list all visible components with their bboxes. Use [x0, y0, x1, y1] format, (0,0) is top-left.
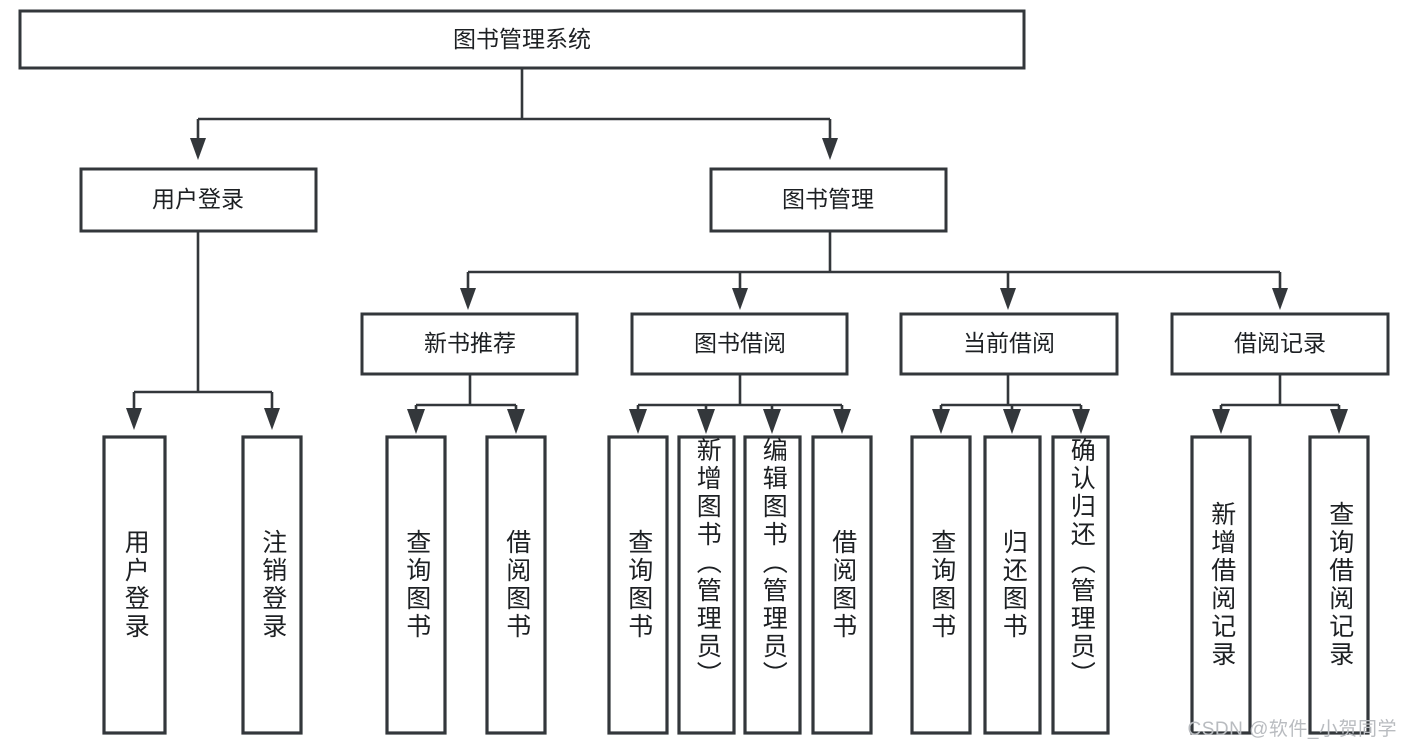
- arrow-head-borrow-book-2: [833, 409, 851, 434]
- leaf-box-query-book-1[interactable]: [385, 435, 447, 735]
- arrow-head-user-login: [190, 138, 206, 160]
- arrow-head-borrow-book-1: [507, 409, 525, 434]
- connector-group-book-borrow-children: [629, 374, 851, 434]
- node-label-root: 图书管理系统: [453, 26, 591, 52]
- node-box-borrow-record[interactable]: [1170, 312, 1390, 376]
- arrow-head-query-book-1: [407, 409, 425, 434]
- arrow-head-return-book: [1003, 409, 1021, 434]
- leaf-box-borrow-book-1[interactable]: [485, 435, 547, 735]
- leaf-box-query-book-3[interactable]: [910, 435, 972, 735]
- arrow-head-book-borrow: [732, 288, 748, 310]
- arrow-head-book-manage: [822, 138, 838, 160]
- leaf-box-add-borrow-record[interactable]: [1190, 435, 1252, 735]
- connector-group-new-book-recommend-children: [407, 374, 525, 434]
- leaf-box-return-book[interactable]: [983, 435, 1042, 735]
- connector-group-book-manage-children: [460, 231, 1288, 310]
- connector-group-user-login-children: [126, 231, 280, 430]
- node-label-book-borrow: 图书借阅: [694, 330, 786, 356]
- arrow-head-query-book-2: [629, 409, 647, 434]
- arrow-head-add-borrow-record: [1212, 409, 1230, 434]
- arrow-head-query-borrow-record: [1330, 409, 1348, 434]
- leaf-box-borrow-book-2[interactable]: [811, 435, 873, 735]
- leaf-box-edit-book-admin[interactable]: [743, 435, 802, 735]
- leaf-box-add-book-admin[interactable]: [677, 435, 736, 735]
- arrow-head-current-borrow: [1000, 288, 1016, 310]
- arrow-head-new-book-recommend: [460, 288, 476, 310]
- connector-group-current-borrow-children: [932, 374, 1090, 434]
- node-label-current-borrow: 当前借阅: [963, 330, 1055, 356]
- arrow-head-user-login-do: [126, 408, 142, 430]
- leaf-box-query-borrow-record[interactable]: [1308, 435, 1370, 735]
- node-box-current-borrow[interactable]: [899, 312, 1119, 376]
- connector-group-root-to-level2: [190, 68, 838, 160]
- node-label-user-login: 用户登录: [152, 186, 244, 212]
- arrow-head-borrow-record: [1272, 288, 1288, 310]
- arrow-head-add-book-admin: [697, 409, 715, 434]
- leaf-box-user-login-do[interactable]: [102, 435, 167, 735]
- connector-group-borrow-record-children: [1212, 374, 1348, 434]
- node-box-user-login[interactable]: [79, 167, 318, 233]
- arrow-head-user-logout: [264, 408, 280, 430]
- leaf-box-user-logout[interactable]: [241, 435, 303, 735]
- leaf-box-query-book-2[interactable]: [607, 435, 669, 735]
- arrow-head-query-book-3: [932, 409, 950, 434]
- node-box-book-manage[interactable]: [709, 167, 948, 233]
- node-label-book-manage: 图书管理: [782, 186, 874, 212]
- arrow-head-edit-book-admin: [763, 409, 781, 434]
- arrow-head-confirm-return-admin: [1072, 409, 1090, 434]
- csdn-watermark: CSDN @软件_小贺同学: [1187, 719, 1397, 740]
- leaf-box-confirm-return-admin[interactable]: [1051, 435, 1110, 735]
- node-label-new-book-recommend: 新书推荐: [424, 330, 516, 356]
- node-label-borrow-record: 借阅记录: [1234, 330, 1326, 356]
- node-box-root[interactable]: [18, 9, 1026, 70]
- node-box-new-book-recommend[interactable]: [360, 312, 579, 376]
- node-box-book-borrow[interactable]: [630, 312, 849, 376]
